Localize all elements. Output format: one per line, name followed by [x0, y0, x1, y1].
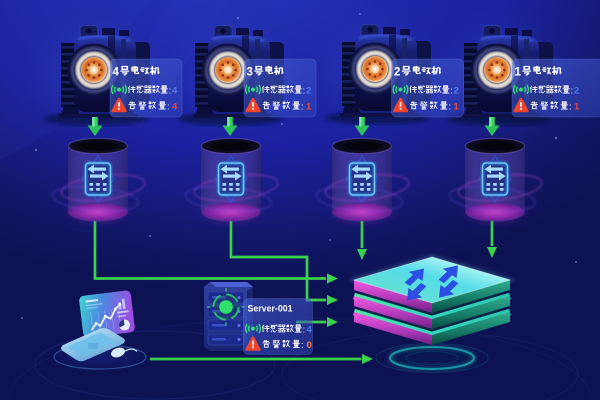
svg-text::: :	[301, 340, 304, 350]
svg-text:2: 2	[394, 67, 400, 79]
svg-text:4: 4	[113, 67, 120, 79]
svg-text:2: 2	[454, 86, 459, 97]
svg-text:4: 4	[172, 102, 178, 113]
svg-text:1: 1	[574, 102, 580, 113]
svg-text::: :	[571, 85, 574, 95]
svg-text::: :	[450, 85, 453, 95]
svg-text::: :	[169, 85, 172, 95]
svg-text:0: 0	[307, 340, 312, 351]
svg-text:3: 3	[247, 67, 253, 79]
svg-text:1: 1	[306, 102, 312, 113]
svg-text::: :	[449, 102, 452, 112]
svg-text::: :	[569, 102, 572, 112]
svg-text::: :	[303, 324, 306, 334]
svg-text:2: 2	[306, 86, 311, 97]
svg-text::: :	[303, 85, 306, 95]
svg-text:4: 4	[307, 325, 313, 336]
svg-text::: :	[301, 102, 304, 112]
svg-text:2: 2	[574, 86, 579, 97]
svg-text:Server-001: Server-001	[248, 304, 293, 314]
svg-text:1: 1	[515, 67, 522, 79]
svg-text:4: 4	[172, 86, 178, 97]
svg-text:1: 1	[454, 102, 460, 113]
svg-text::: :	[167, 102, 170, 112]
